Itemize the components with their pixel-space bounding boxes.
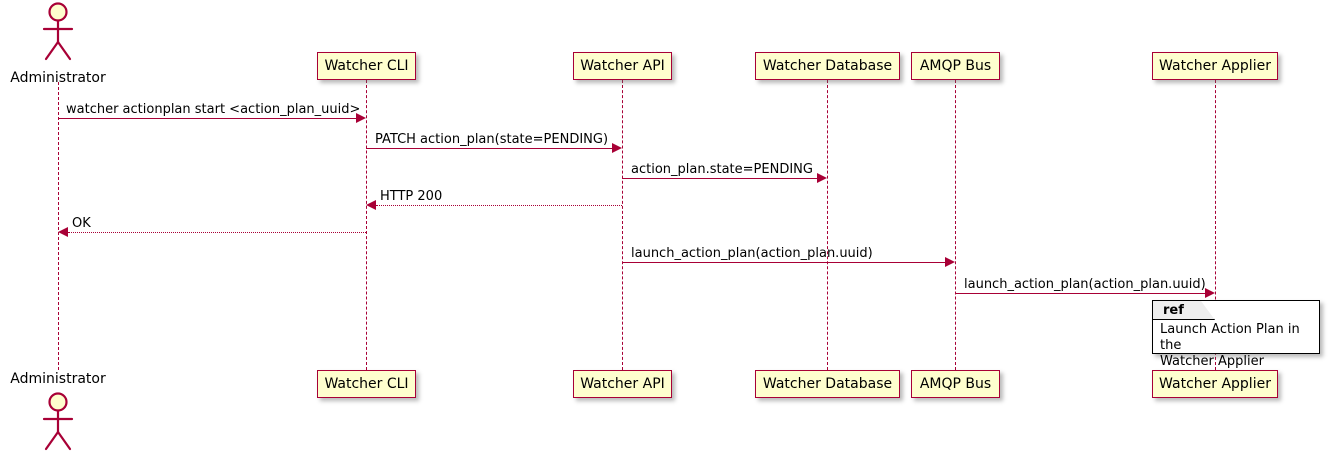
actor-figure-administrator-top — [34, 2, 82, 68]
message-arrow-line-1 — [58, 118, 356, 119]
arrowhead-icon-3 — [817, 173, 827, 183]
lifeline-watcher-applier — [1215, 80, 1216, 370]
lifeline-administrator — [58, 82, 59, 370]
participant-watcher-api-top[interactable]: Watcher API — [573, 52, 672, 80]
participant-watcher-database-top[interactable]: Watcher Database — [755, 52, 900, 80]
message-arrow-line-4 — [376, 205, 622, 206]
message-label-3: action_plan.state=PENDING — [631, 162, 813, 177]
message-arrow-line-3 — [622, 178, 817, 179]
message-label-6: launch_action_plan(action_plan.uuid) — [631, 246, 873, 261]
message-arrow-line-2 — [366, 148, 612, 149]
message-label-4: HTTP 200 — [380, 189, 443, 204]
participant-watcher-applier-top[interactable]: Watcher Applier — [1152, 52, 1278, 80]
arrowhead-icon-7 — [1205, 288, 1215, 298]
ref-fragment-text: Launch Action Plan in the Watcher Applie… — [1160, 322, 1300, 369]
lifeline-amqp-bus — [955, 80, 956, 370]
message-label-7: launch_action_plan(action_plan.uuid) — [964, 277, 1206, 292]
actor-figure-administrator-bottom — [34, 392, 82, 456]
lifeline-watcher-database — [827, 80, 828, 370]
actor-label-administrator-top: Administrator — [10, 70, 106, 86]
ref-fragment-keyword: ref — [1153, 301, 1215, 320]
participant-amqp-bus-top[interactable]: AMQP Bus — [911, 52, 1000, 80]
ref-fragment-box[interactable]: ref Launch Action Plan in the Watcher Ap… — [1152, 300, 1320, 369]
message-arrow-line-6 — [622, 262, 945, 263]
participant-watcher-database-bottom[interactable]: Watcher Database — [755, 370, 900, 398]
lifeline-watcher-cli — [366, 80, 367, 370]
participant-watcher-applier-bottom[interactable]: Watcher Applier — [1152, 370, 1278, 398]
participant-amqp-bus-bottom[interactable]: AMQP Bus — [911, 370, 1000, 398]
message-arrow-line-5 — [68, 232, 366, 233]
arrowhead-icon-2 — [612, 143, 622, 153]
arrowhead-icon-5 — [58, 227, 68, 237]
message-label-1: watcher actionplan start <action_plan_uu… — [66, 102, 361, 117]
message-label-5: OK — [72, 216, 91, 231]
message-label-2: PATCH action_plan(state=PENDING) — [375, 132, 609, 147]
arrowhead-icon-6 — [945, 257, 955, 267]
message-arrow-line-7 — [955, 293, 1205, 294]
actor-label-administrator-bottom: Administrator — [10, 371, 106, 387]
participant-watcher-cli-bottom[interactable]: Watcher CLI — [317, 370, 416, 398]
participant-watcher-api-bottom[interactable]: Watcher API — [573, 370, 672, 398]
participant-watcher-cli-top[interactable]: Watcher CLI — [317, 52, 416, 80]
arrowhead-icon-1 — [356, 113, 366, 123]
lifeline-watcher-api — [622, 80, 623, 370]
arrowhead-icon-4 — [366, 200, 376, 210]
